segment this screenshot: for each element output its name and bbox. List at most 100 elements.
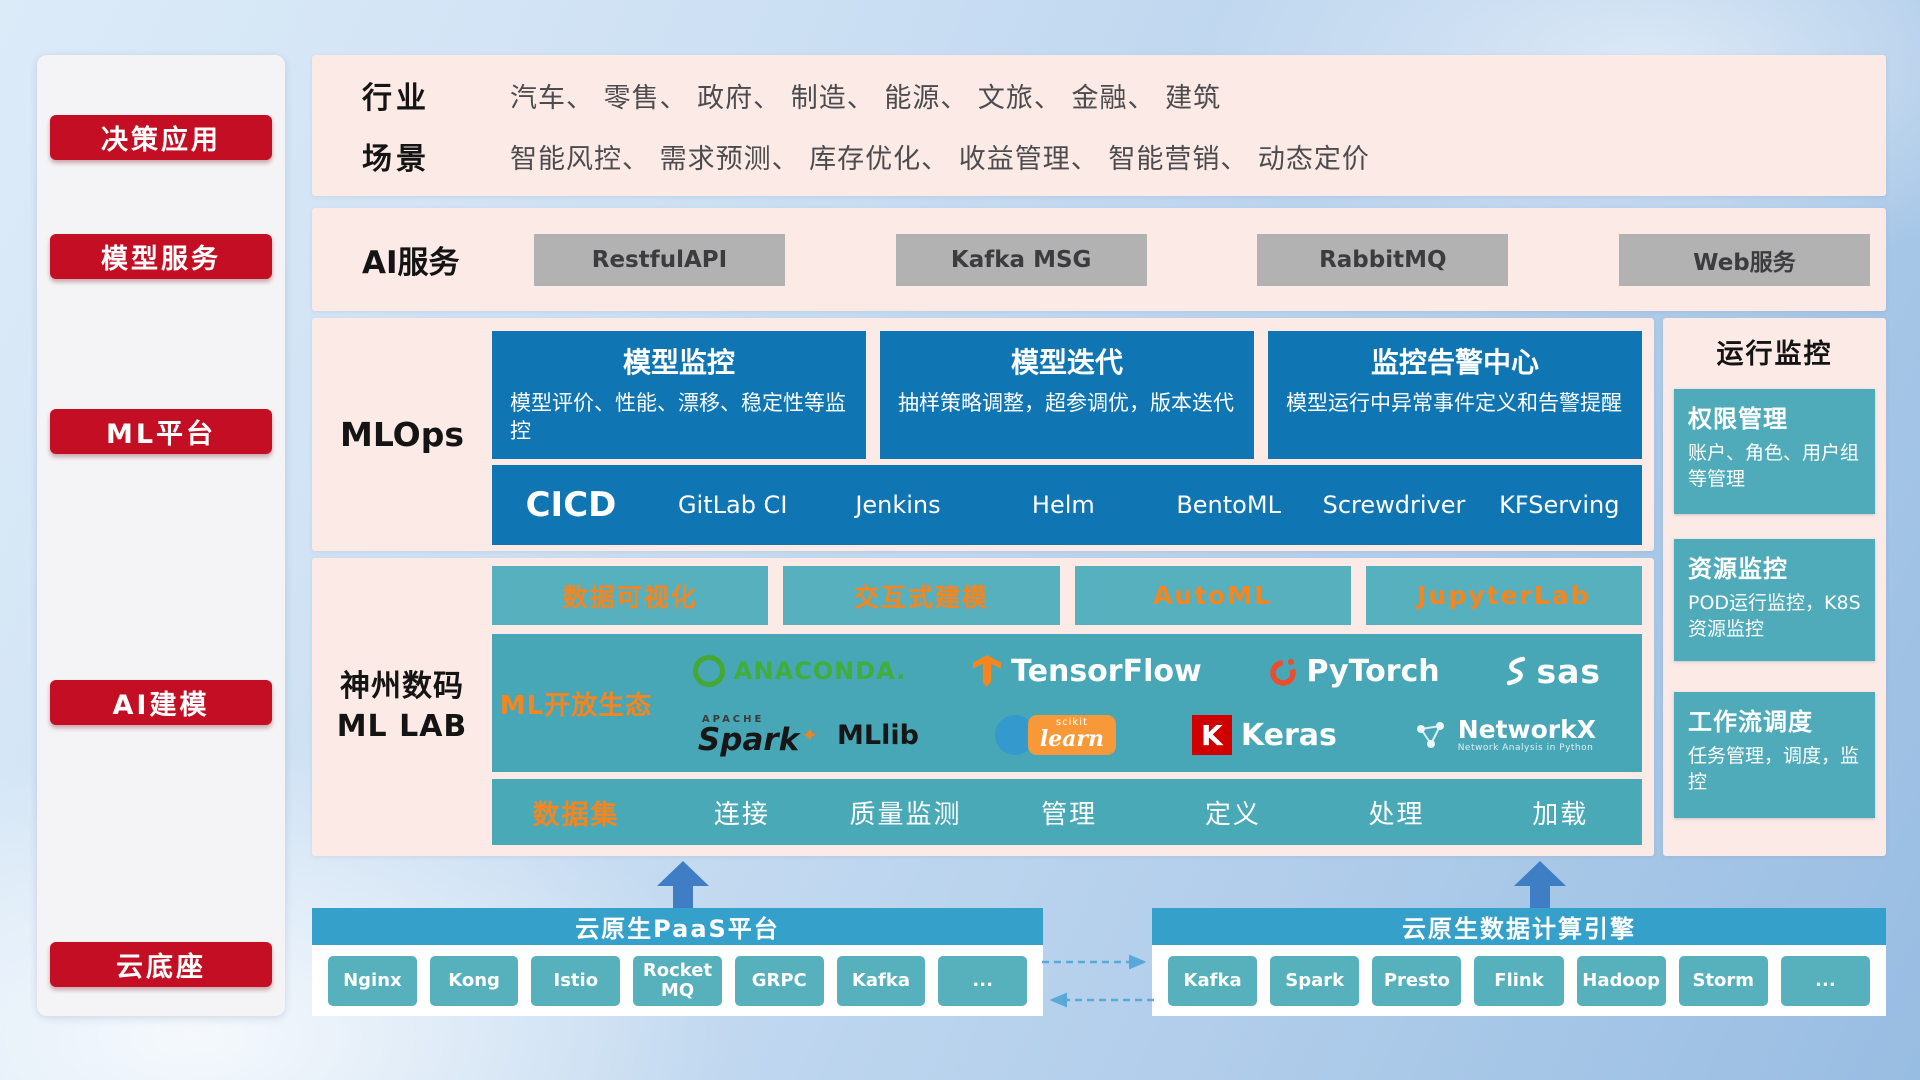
up-arrow-right-icon: [1514, 861, 1566, 908]
left-category-rail: 决策应用 模型服务 ML平台 AI建模 云底座: [37, 55, 285, 1016]
engine-item-kafka: Kafka: [1168, 955, 1258, 1006]
ml-lab-label-line2: ML LAB: [336, 709, 468, 744]
data-exchange-dashed-arrows-icon: [1042, 954, 1154, 1008]
pytorch-icon: [1269, 659, 1296, 686]
scenario-row: 场景 智能风控、 需求预测、 库存优化、 收益管理、 智能营销、 动态定价: [362, 134, 1886, 178]
learn-label: learn: [1039, 726, 1105, 752]
anaconda-wordmark: ANACONDA.: [733, 657, 907, 685]
dataset-item-quality: 质量监测: [849, 799, 962, 830]
runtime-monitor-panel: 运行监控 权限管理 账户、角色、用户组等管理 资源监控 POD运行监控，K8S资…: [1663, 318, 1886, 856]
sas-swoosh-icon: [1507, 656, 1526, 686]
mlops-panel: MLOps 模型监控 模型评价、性能、漂移、稳定性等监控 模型迭代 抽样策略调整…: [312, 318, 1654, 551]
industry-label: 行业: [362, 81, 430, 116]
service-button-web: Web服务: [1618, 233, 1870, 286]
industry-scenario-panel: 行业 汽车、 零售、 政府、 制造、 能源、 文旅、 金融、 建筑 场景 智能风…: [312, 55, 1886, 196]
ml-lab-label-line1: 神州数码: [340, 668, 464, 704]
ai-service-label: AI服务: [362, 245, 460, 281]
ai-service-buttons: RestfulAPI Kafka MSG RabbitMQ Web服务: [500, 233, 1870, 286]
dataset-bar: 数据集 连接 质量监测 管理 定义 处理 加载: [492, 779, 1642, 845]
industry-list: 汽车、 零售、 政府、 制造、 能源、 文旅、 金融、 建筑: [510, 82, 1222, 114]
paas-item-rocketmq: RocketMQ: [633, 955, 722, 1006]
feature-button-automl: AutoML: [1074, 566, 1351, 625]
card-desc: 任务管理，调度，监控: [1688, 745, 1860, 793]
sidebar-item-model-service: 模型服务: [50, 234, 272, 279]
keras-wordmark: Keras: [1240, 717, 1337, 753]
networkx-wordmark: NetworkX: [1457, 715, 1597, 745]
data-engine-header: 云原生数据计算引擎: [1152, 908, 1886, 945]
keras-logo: K Keras: [1191, 715, 1337, 755]
feature-button-data-visualization: 数据可视化: [492, 566, 769, 625]
paas-item-more: ...: [938, 955, 1028, 1006]
card-desc: 模型运行中异常事件定义和告警提醒: [1286, 391, 1622, 415]
apache-label: APACHE: [701, 713, 765, 725]
cicd-label: CICD: [525, 485, 617, 525]
industry-row: 行业 汽车、 零售、 政府、 制造、 能源、 文旅、 金融、 建筑: [362, 73, 1886, 117]
mlops-cards: 模型监控 模型评价、性能、漂移、稳定性等监控 模型迭代 抽样策略调整，超参调优，…: [492, 331, 1642, 459]
feature-button-jupyterlab: JupyterLab: [1365, 566, 1642, 625]
ml-open-ecosystem-box: ML开放生态 ANACONDA. TensorFlow: [492, 634, 1642, 772]
pytorch-wordmark: PyTorch: [1306, 653, 1440, 689]
tensorflow-wordmark: TensorFlow: [1011, 653, 1202, 689]
card-title: 模型监控: [622, 346, 735, 379]
sidebar-item-cloud-base: 云底座: [50, 942, 272, 987]
ai-service-panel: AI服务 RestfulAPI Kafka MSG RabbitMQ Web服务: [312, 208, 1886, 311]
model-monitoring-card: 模型监控 模型评价、性能、漂移、稳定性等监控: [492, 331, 866, 459]
card-desc: 抽样策略调整，超参调优，版本迭代: [898, 391, 1234, 415]
spark-mllib-logo: APACHE Spark ✦ MLlib: [698, 713, 919, 756]
card-title: 工作流调度: [1688, 708, 1813, 736]
ml-lab-feature-row: 数据可视化 交互式建模 AutoML JupyterLab: [492, 566, 1642, 625]
scikit-learn-badge: scikit learn: [1027, 715, 1117, 755]
paas-item-kafka: Kafka: [836, 955, 926, 1006]
dataset-item-manage: 管理: [1041, 799, 1098, 830]
engine-item-storm: Storm: [1678, 955, 1768, 1006]
feature-button-interactive-modeling: 交互式建模: [783, 566, 1060, 625]
mllib-wordmark: MLlib: [837, 719, 919, 751]
sas-logo: sas: [1505, 652, 1601, 691]
dataset-item-process: 处理: [1368, 799, 1425, 830]
ml-lab-panel: 神州数码 ML LAB 数据可视化 交互式建模 AutoML JupyterLa…: [312, 558, 1654, 856]
cicd-tool-screwdriver: Screwdriver: [1322, 491, 1466, 519]
paas-item-istio: Istio: [531, 955, 621, 1006]
scikit-label: scikit: [1055, 717, 1088, 728]
engine-item-flink: Flink: [1474, 955, 1564, 1006]
sidebar-item-decision-application: 决策应用: [50, 115, 272, 160]
networkx-text-block: NetworkX Network Analysis in Python: [1458, 716, 1596, 753]
ecosystem-logos: ANACONDA. TensorFlow: [660, 641, 1642, 765]
engine-item-hadoop: Hadoop: [1576, 955, 1666, 1006]
data-engine-strip: Kafka Spark Presto Flink Hadoop Storm ..…: [1152, 945, 1886, 1016]
arrow-stem: [1530, 886, 1550, 908]
permission-management-card: 权限管理 账户、角色、用户组等管理: [1674, 389, 1875, 514]
paas-item-grpc: GRPC: [734, 955, 824, 1006]
dataset-label: 数据集: [532, 799, 620, 831]
cicd-bar: CICD GitLab CI Jenkins Helm BentoML Scre…: [492, 465, 1642, 545]
scikit-learn-logo: scikit learn: [994, 715, 1117, 755]
cicd-tool-jenkins: Jenkins: [855, 491, 941, 519]
networkx-logo: NetworkX Network Analysis in Python: [1413, 716, 1596, 753]
paas-item-kong: Kong: [429, 955, 519, 1006]
networkx-graph-icon: [1416, 721, 1444, 748]
pytorch-logo: PyTorch: [1268, 654, 1440, 689]
paas-item-nginx: Nginx: [328, 955, 417, 1006]
cicd-tool-kfserving: KFServing: [1499, 491, 1620, 519]
card-title: 监控告警中心: [1370, 346, 1539, 379]
anaconda-icon: [692, 655, 725, 687]
mlops-content: 模型监控 模型评价、性能、漂移、稳定性等监控 模型迭代 抽样策略调整，超参调优，…: [492, 331, 1642, 545]
dataset-item-define: 定义: [1204, 799, 1261, 830]
paas-platform-strip: Nginx Kong Istio RocketMQ GRPC Kafka ...: [312, 945, 1043, 1016]
dataset-item-load: 加载: [1532, 799, 1589, 830]
arrow-head: [657, 861, 709, 886]
scenario-list: 智能风控、 需求预测、 库存优化、 收益管理、 智能营销、 动态定价: [510, 143, 1370, 175]
paas-platform-header: 云原生PaaS平台: [312, 908, 1043, 945]
engine-item-more: ...: [1780, 955, 1870, 1006]
spark-wordmark-block: APACHE Spark ✦: [698, 713, 819, 756]
cicd-tool-helm: Helm: [1031, 491, 1095, 519]
card-title: 资源监控: [1688, 555, 1788, 583]
up-arrow-left-icon: [657, 861, 709, 908]
service-button-restfulapi: RestfulAPI: [534, 233, 785, 286]
card-desc: 账户、角色、用户组等管理: [1688, 442, 1860, 490]
cicd-tool-bentoml: BentoML: [1176, 491, 1281, 519]
ml-ecosystem-label: ML开放生态: [499, 690, 653, 721]
scenario-label: 场景: [362, 142, 430, 177]
spark-star-icon: ✦: [801, 722, 819, 747]
